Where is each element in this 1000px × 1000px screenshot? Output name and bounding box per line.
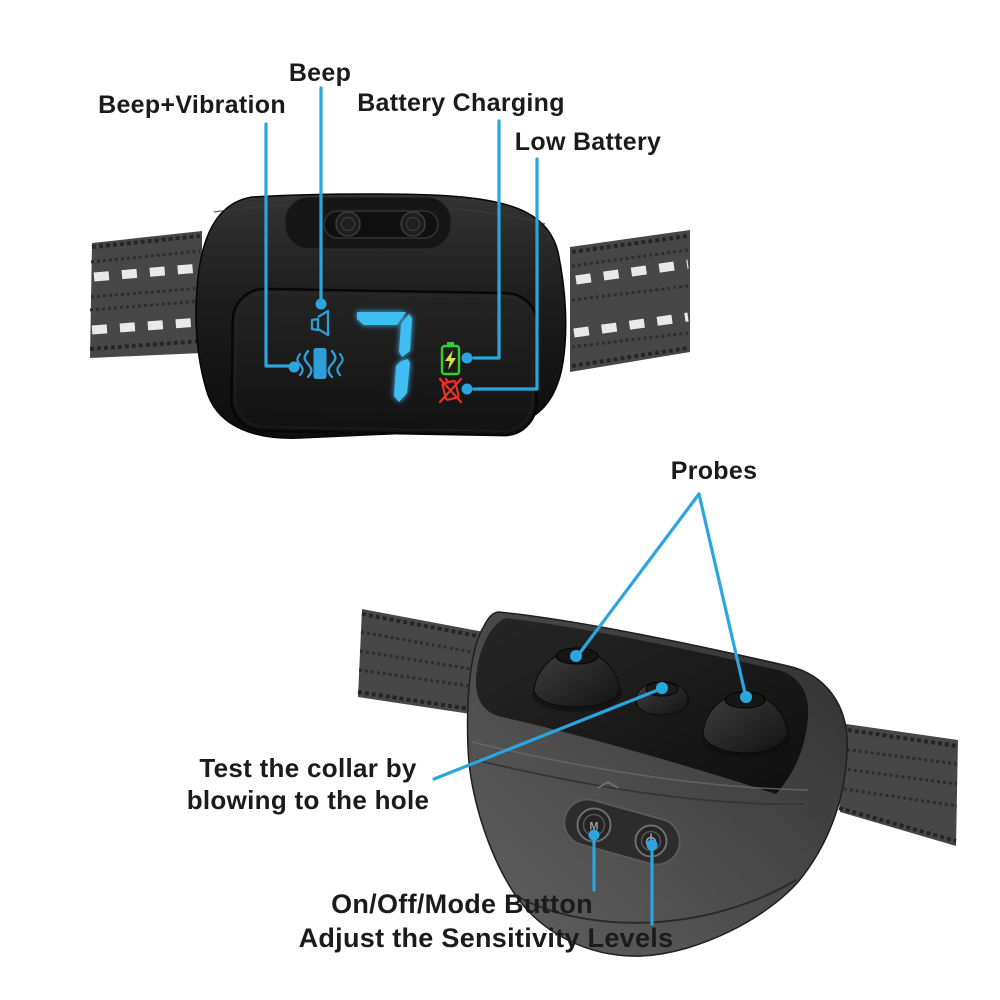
leader-lines <box>264 86 752 926</box>
beep-leader <box>315 86 327 310</box>
beep-dot <box>315 298 327 310</box>
mode-button-m-label: M <box>589 821 598 833</box>
top-unit-top-buttons <box>284 196 452 250</box>
left-probe <box>532 647 622 712</box>
probes-leader-left <box>570 492 701 662</box>
sensitivity-dot <box>646 839 658 851</box>
mode-button-label: On/Off/Mode Button <box>331 889 593 919</box>
probes-leader-right <box>697 492 752 703</box>
bottom-left-strap <box>357 609 484 716</box>
probes-label: Probes <box>670 457 758 485</box>
beep-vibration-label: Beep+Vibration <box>98 91 286 119</box>
test-hole-label-line2: blowing to the hole <box>186 785 430 815</box>
top-collar-unit <box>89 193 690 439</box>
low-battery-label: Low Battery <box>514 128 662 156</box>
probes-left-dot <box>570 650 582 662</box>
battery-charging-label: Battery Charging <box>357 89 565 117</box>
sensitivity-label: Adjust the Sensitivity Levels <box>298 923 674 953</box>
beep-vibration-dot <box>288 361 300 373</box>
low-battery-leader <box>461 157 539 395</box>
beep-vibration-leader <box>264 122 300 373</box>
beep-label: Beep <box>288 59 352 87</box>
top-power-button <box>400 211 426 237</box>
top-left-strap <box>89 231 202 358</box>
test-hole-dot <box>656 682 668 694</box>
mode-button-dot <box>588 829 600 841</box>
reflective-stripe <box>91 317 201 335</box>
low-battery-icon <box>438 377 463 404</box>
battery-charging-leader <box>461 119 501 364</box>
vibration-icon <box>296 348 344 379</box>
test-hole-label: Test the collar by blowing to the hole <box>187 752 430 816</box>
test-hole-label-line1: Test the collar by <box>199 753 417 783</box>
bottom-right-strap <box>832 722 958 846</box>
test-hole-leader <box>432 682 668 781</box>
battery-charging-dot <box>461 352 473 364</box>
probes-right-dot <box>740 691 752 703</box>
mode-button: M <box>576 807 612 843</box>
battery-charging-icon <box>440 342 461 376</box>
reflective-stripe <box>575 259 689 285</box>
bottom-unit-seams <box>471 741 809 924</box>
display-digit <box>357 312 412 402</box>
top-mode-button <box>335 211 361 237</box>
low-battery-dot <box>461 383 473 395</box>
mode-button-leader <box>588 829 600 892</box>
reflective-stripe <box>93 263 201 282</box>
top-right-strap <box>570 230 690 372</box>
reflective-stripe <box>573 312 689 338</box>
speaker-icon <box>310 309 330 337</box>
top-unit-screen <box>230 287 539 437</box>
sensitivity-leader <box>646 839 658 926</box>
bottom-collar-unit: M <box>357 609 958 957</box>
